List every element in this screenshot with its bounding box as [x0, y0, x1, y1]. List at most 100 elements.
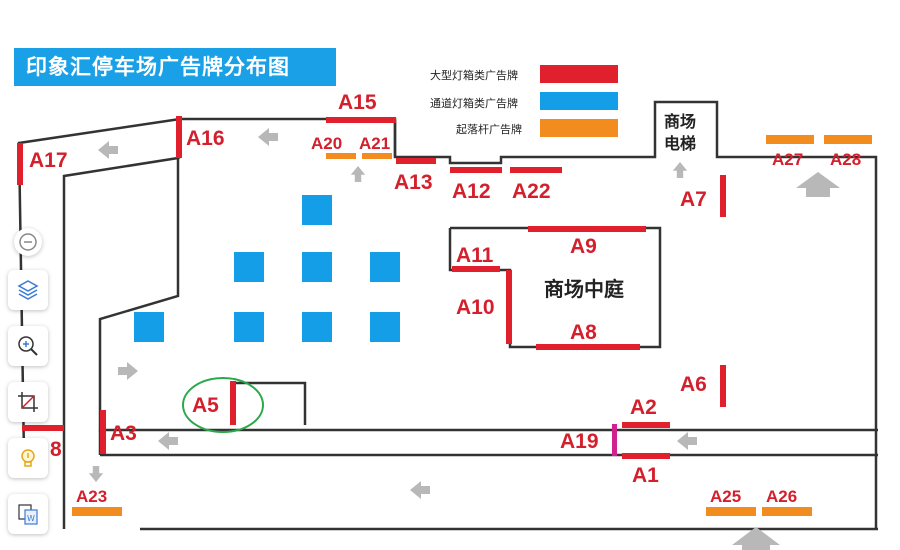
channel-lightbox	[302, 252, 332, 282]
billboard-a22-bar	[510, 167, 562, 173]
billboard-a16-bar	[176, 116, 182, 158]
label-a6: A6	[680, 373, 707, 396]
legend-swatch-large	[540, 65, 618, 83]
arrow-up-icon	[350, 166, 366, 182]
legend-label-channel: 通道灯箱类广告牌	[430, 96, 518, 110]
atrium-label: 商场中庭	[544, 277, 624, 301]
label-a13: A13	[394, 171, 433, 194]
label-a21: A21	[359, 134, 390, 153]
label-a5: A5	[192, 394, 219, 417]
billboard-a10-bar	[506, 270, 512, 344]
barrier-gates	[72, 135, 872, 516]
map-title: 印象汇停车场广告牌分布图	[14, 48, 336, 86]
zoom-in-icon	[18, 336, 38, 356]
billboard-a9-bar	[528, 226, 646, 232]
label-a15: A15	[338, 91, 377, 114]
legend-swatch-barrier	[540, 119, 618, 137]
label-a10: A10	[456, 296, 495, 319]
billboard-a12-bar	[450, 167, 502, 173]
label-a7: A7	[680, 188, 707, 211]
layers-icon	[17, 280, 39, 300]
label-a20: A20	[311, 134, 342, 153]
billboard-a25-bar	[706, 507, 756, 516]
large-lightboxes	[17, 116, 726, 459]
label-a2: A2	[630, 396, 657, 419]
label-a27: A27	[772, 150, 803, 169]
billboard-a15-bar	[326, 117, 396, 123]
zoom-out-icon	[19, 233, 37, 251]
label-a3: A3	[110, 422, 137, 445]
zoom-out-button[interactable]	[14, 228, 42, 256]
label-a16: A16	[186, 127, 225, 150]
label-a17: A17	[29, 149, 68, 172]
billboard-a18-bar	[22, 425, 64, 431]
highlight-circle	[182, 377, 264, 433]
billboard-a27-bar	[766, 135, 814, 144]
channel-lightbox	[370, 312, 400, 342]
legend-swatch-channel	[540, 92, 618, 110]
label-a8: A8	[570, 321, 597, 344]
entrance-arrow-icon	[796, 172, 840, 197]
label-a11: A11	[456, 244, 494, 267]
channel-lightbox	[302, 195, 332, 225]
billboard-labels: A17 A16 A15 A20 A21 A13 A12 A22 A7 A27 A…	[29, 91, 861, 506]
layers-button[interactable]	[8, 270, 48, 310]
billboard-a6-bar	[720, 365, 726, 407]
billboard-a1-bar	[622, 453, 670, 459]
arrow-down-icon	[88, 466, 104, 482]
label-a12: A12	[452, 180, 491, 203]
arrow-left-icon	[410, 481, 430, 499]
billboard-a20-bar	[326, 153, 356, 159]
label-a22: A22	[512, 180, 551, 203]
elevator-label-line2: 电梯	[664, 134, 696, 153]
billboard-a19-bar	[612, 424, 617, 456]
label-a25: A25	[710, 487, 741, 506]
label-a26: A26	[766, 487, 797, 506]
arrow-left-icon	[98, 141, 118, 159]
billboard-a13-bar	[396, 158, 436, 164]
label-a1: A1	[632, 464, 659, 487]
channel-lightbox	[134, 312, 164, 342]
arrow-up-icon	[672, 162, 688, 178]
billboard-a5-bar	[230, 381, 236, 425]
channel-lightbox	[234, 252, 264, 282]
billboard-a3-bar	[100, 410, 106, 454]
billboard-a21-bar	[362, 153, 392, 159]
label-a18-partial: 8	[50, 438, 62, 461]
legend: 大型灯箱类广告牌 通道灯箱类广告牌 起落杆广告牌	[430, 65, 618, 137]
billboard-a11-bar	[452, 266, 500, 272]
entrance-arrow-icon	[732, 527, 780, 550]
lightbulb-button[interactable]	[8, 438, 48, 478]
arrow-left-icon	[158, 432, 178, 450]
billboard-a7-bar	[720, 175, 726, 217]
label-a19: A19	[560, 430, 599, 453]
crop-button[interactable]	[8, 382, 48, 422]
crop-icon	[18, 392, 38, 412]
billboard-a8-bar	[536, 344, 640, 350]
translate-button[interactable]: W	[8, 494, 48, 534]
zoom-in-button[interactable]	[8, 326, 48, 366]
arrow-left-icon	[258, 128, 278, 146]
billboard-a17-bar	[17, 143, 23, 185]
label-a9: A9	[570, 235, 597, 258]
channel-lightbox	[302, 312, 332, 342]
billboard-a23-bar	[72, 507, 122, 516]
label-a28: A28	[830, 150, 861, 169]
svg-text:W: W	[27, 514, 35, 523]
lightbulb-icon	[21, 449, 35, 467]
direction-arrows	[88, 128, 840, 550]
arrow-left-icon	[677, 432, 697, 450]
elevator-label-line1: 商场	[664, 112, 696, 131]
billboard-a2-bar	[622, 422, 670, 428]
channel-lightbox	[234, 312, 264, 342]
legend-label-barrier: 起落杆广告牌	[456, 122, 522, 136]
label-a23: A23	[76, 487, 107, 506]
channel-lightbox	[370, 252, 400, 282]
billboard-a28-bar	[824, 135, 872, 144]
arrow-right-icon	[118, 362, 138, 380]
billboard-a26-bar	[762, 507, 812, 516]
channel-lightboxes	[134, 195, 400, 342]
legend-label-large: 大型灯箱类广告牌	[430, 68, 518, 82]
translate-icon: W	[18, 504, 38, 525]
